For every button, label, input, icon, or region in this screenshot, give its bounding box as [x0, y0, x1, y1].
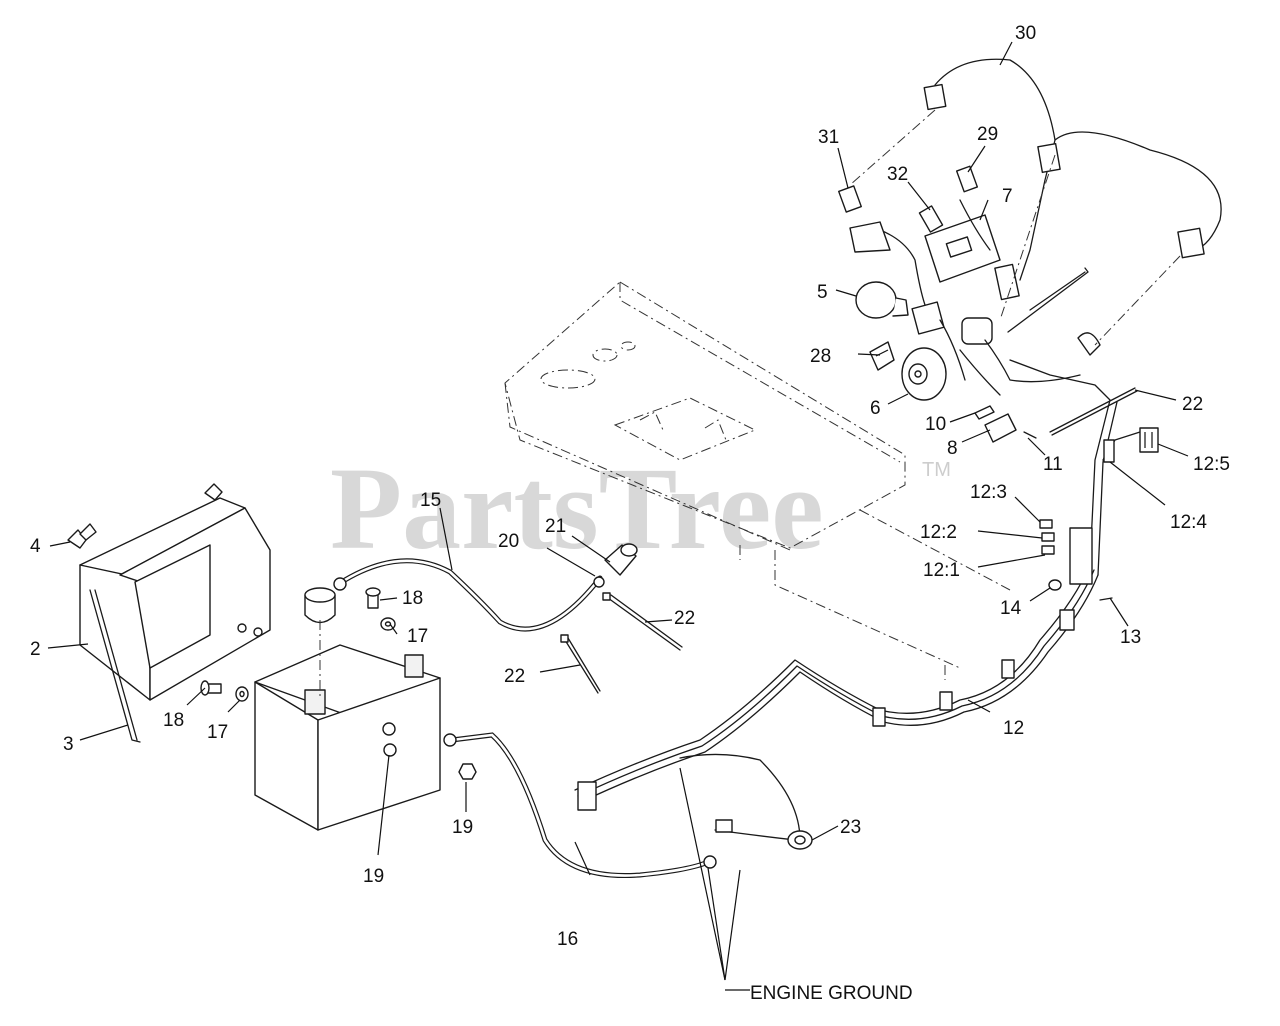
callout-15: 15 — [420, 490, 441, 511]
leader-lines — [47, 41, 1189, 991]
nut-negative — [458, 763, 477, 780]
wing-nut-right — [204, 483, 223, 501]
terminal-boot — [604, 543, 638, 576]
module-bracket — [849, 221, 891, 253]
connector-31 — [838, 185, 862, 213]
callout-17-upper: 17 — [407, 626, 428, 647]
cable-tie-middle — [602, 592, 683, 651]
callout-13: 13 — [1120, 627, 1141, 648]
callout-12-3: 12:3 — [970, 482, 1007, 503]
harness-connector-large — [961, 317, 993, 345]
harness-30 — [923, 58, 1222, 259]
callout-30: 30 — [1015, 23, 1036, 44]
callout-22-lower: 22 — [504, 666, 525, 687]
callout-2: 2 — [30, 639, 41, 660]
ground-cable — [443, 732, 717, 879]
sub-harness-wires — [879, 139, 1089, 396]
washer-lower — [235, 686, 249, 702]
cable-tie-upper — [1049, 387, 1138, 436]
callout-16: 16 — [557, 929, 578, 950]
bolt-lower — [200, 680, 222, 696]
switch-13-connector — [1077, 332, 1101, 356]
callout-20: 20 — [498, 531, 519, 552]
callout-6: 6 — [870, 398, 881, 419]
callout-12-5: 12:5 — [1193, 454, 1230, 475]
callout-10: 10 — [925, 414, 946, 435]
callout-18-lower: 18 — [163, 710, 184, 731]
callout-18-upper: 18 — [402, 588, 423, 609]
callout-12: 12 — [1003, 718, 1024, 739]
hour-meter — [855, 281, 909, 319]
engine-ground-label: ENGINE GROUND — [750, 983, 913, 1004]
callout-4: 4 — [30, 536, 41, 557]
callout-12-1: 12:1 — [923, 560, 960, 581]
partstree-watermark: PartsTree TM — [330, 443, 951, 574]
callout-19-battery: 19 — [363, 866, 384, 887]
key — [869, 341, 895, 371]
battery-box-bracket — [79, 497, 271, 701]
watermark-trademark: TM — [922, 459, 951, 481]
callout-22-upper: 22 — [1182, 394, 1203, 415]
battery — [254, 644, 441, 831]
callout-8: 8 — [947, 438, 958, 459]
cable-tie-lower — [560, 634, 601, 694]
grommet — [787, 830, 813, 850]
harness-washer — [1048, 579, 1062, 591]
callout-29: 29 — [977, 124, 998, 145]
callout-32: 32 — [887, 164, 908, 185]
cable-nut — [593, 576, 605, 588]
terminal-cover — [304, 587, 336, 700]
frame-panel-phantom — [504, 281, 1011, 680]
switch-8 — [984, 413, 1017, 443]
callout-11: 11 — [1043, 454, 1063, 475]
callout-23: 23 — [840, 817, 861, 838]
screw-11 — [1023, 431, 1037, 439]
bracket-10 — [974, 405, 995, 420]
callout-12-4: 12:4 — [1170, 512, 1207, 533]
callout-12-2: 12:2 — [920, 522, 957, 543]
callout-14: 14 — [1000, 598, 1022, 619]
relay-right — [994, 263, 1020, 301]
callout-3: 3 — [63, 734, 74, 755]
callout-31: 31 — [818, 127, 839, 148]
callout-19-nut: 19 — [452, 817, 473, 838]
wing-nut-left — [67, 523, 97, 549]
control-module — [924, 214, 1001, 283]
watermark-text: PartsTree — [330, 443, 824, 574]
cluster-phantom-lines — [849, 109, 1181, 346]
callout-7: 7 — [1002, 186, 1013, 207]
callout-5: 5 — [817, 282, 828, 303]
fuse-holder-block — [1039, 519, 1055, 555]
bolt-upper — [365, 587, 381, 609]
positive-cable — [333, 558, 603, 632]
fuse-12-5 — [1139, 427, 1159, 453]
callout-22-middle: 22 — [674, 608, 695, 629]
callout-21: 21 — [545, 516, 566, 537]
connector-29 — [955, 165, 979, 193]
callout-17-lower: 17 — [207, 722, 228, 743]
callout-labels: 4 2 3 5 6 7 8 10 11 12 12:1 12:2 12:3 12… — [30, 23, 1230, 1004]
hold-down-rod — [89, 589, 141, 743]
relay-socket — [911, 301, 945, 335]
callout-28: 28 — [810, 346, 831, 367]
ignition-switch — [901, 347, 947, 401]
main-wire-harness — [574, 359, 1141, 841]
connector-32 — [918, 205, 944, 233]
